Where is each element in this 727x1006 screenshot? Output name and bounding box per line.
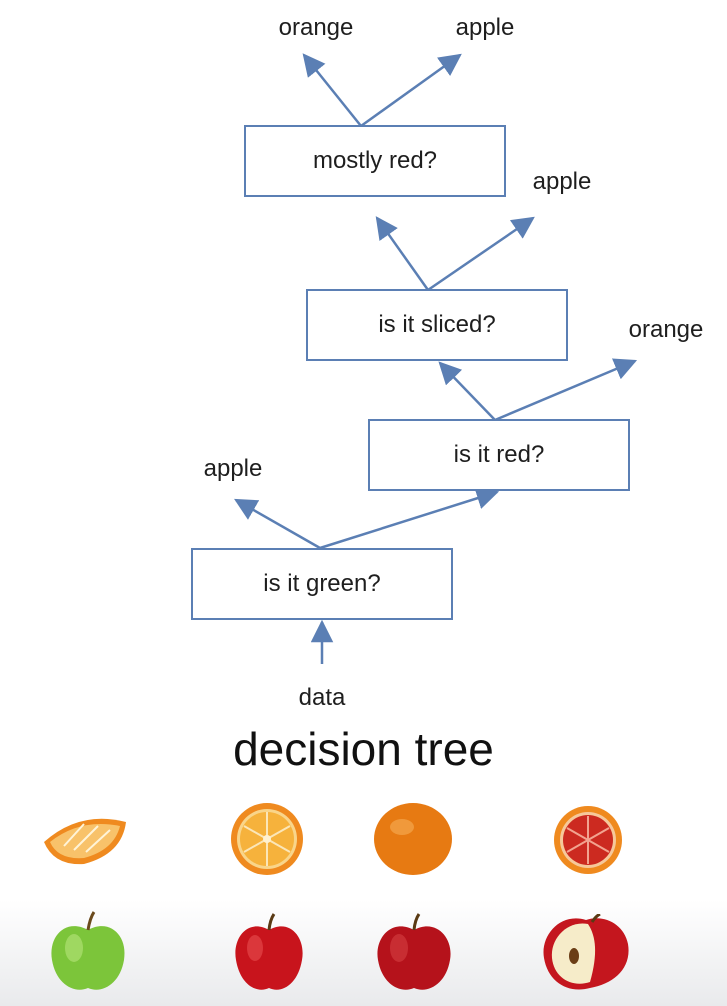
red-apple-icon	[377, 913, 451, 990]
diagram-title: decision tree	[233, 723, 494, 775]
edge-red-to-orange	[494, 358, 638, 422]
edge-mostly-to-orange	[302, 53, 362, 127]
leaf-mostly-right: apple	[455, 14, 515, 41]
input-data-label: data	[298, 684, 346, 711]
orange-half-icon	[231, 803, 303, 875]
green-apple-icon	[51, 911, 125, 990]
edge-sliced-to-mostly	[375, 216, 430, 291]
edge-sliced-to-apple	[427, 216, 535, 292]
node-is-it-sliced: is it sliced?	[306, 289, 568, 361]
node-mostly-red: mostly red?	[244, 125, 506, 197]
node-is-it-green: is it green?	[191, 548, 453, 620]
leaf-red-yes: orange	[628, 316, 704, 343]
node-is-it-red-label: is it red?	[453, 441, 545, 468]
node-mostly-red-label: mostly red?	[312, 147, 438, 174]
orange-wedge-icon	[44, 818, 126, 865]
edge-mostly-to-apple	[360, 53, 462, 128]
sliced-apple-icon	[543, 914, 629, 990]
node-is-it-green-label: is it green?	[263, 570, 381, 597]
edge-red-to-sliced	[438, 361, 496, 421]
edge-green-to-red	[319, 487, 500, 550]
node-is-it-red: is it red?	[368, 419, 630, 491]
blood-orange-half-icon	[554, 806, 622, 874]
leaf-sliced-yes: apple	[532, 168, 592, 195]
node-is-it-sliced-label: is it sliced?	[378, 311, 496, 338]
whole-orange-icon	[374, 803, 452, 875]
red-apple-icon	[235, 913, 303, 990]
leaf-green-yes: apple	[203, 455, 263, 482]
leaf-mostly-left: orange	[278, 14, 354, 41]
edge-green-to-apple	[234, 498, 321, 550]
